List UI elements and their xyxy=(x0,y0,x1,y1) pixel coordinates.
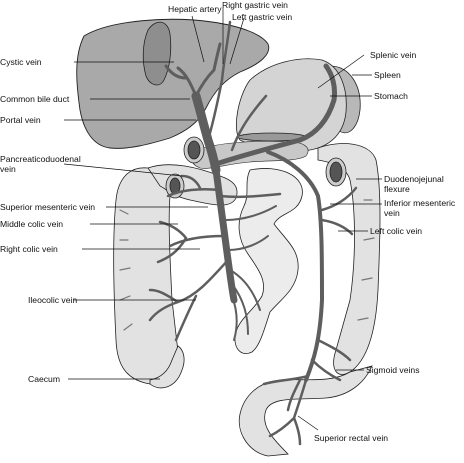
label-splenic-vein: Splenic vein xyxy=(370,50,417,60)
liver xyxy=(76,18,270,149)
colon-marginal-branches xyxy=(119,199,375,331)
right-colic-branches xyxy=(156,220,226,264)
label-sigmoid-veins: Sigmoid veins xyxy=(366,365,420,375)
jejunal-branches xyxy=(225,205,277,341)
liver-outline xyxy=(76,18,270,149)
caecum xyxy=(149,345,185,389)
label-duodenojejunal-flexure-1: Duodenojejunal xyxy=(384,174,444,184)
small-intestine xyxy=(234,168,303,354)
label-left-colic-vein: Left colic vein xyxy=(370,226,423,236)
label-left-gastric-vein: Left gastric vein xyxy=(232,12,293,22)
label-superior-mesenteric-vein: Superior mesenteric vein xyxy=(0,202,96,212)
splenic-vein-path xyxy=(213,63,337,167)
leader-lines xyxy=(63,8,382,431)
ascending-colon xyxy=(113,167,179,385)
label-pancreaticoduodenal-vein-2: vein xyxy=(0,164,16,174)
label-common-bile-duct: Common bile duct xyxy=(0,94,70,104)
label-middle-colic-vein: Middle colic vein xyxy=(0,219,64,229)
label-cystic-vein: Cystic vein xyxy=(0,57,42,67)
left-colic-branches xyxy=(320,186,358,236)
inferior-mesenteric-vein-path xyxy=(266,150,324,382)
label-ileocolic-vein: Ileocolic vein xyxy=(28,295,78,305)
sigmoid-branches xyxy=(262,338,352,412)
gallbladder xyxy=(142,21,172,86)
label-duodenojejunal-flexure-2: flexure xyxy=(384,184,410,194)
label-right-colic-vein: Right colic vein xyxy=(0,244,58,254)
label-superior-rectal-vein: Superior rectal vein xyxy=(314,433,389,443)
label-inferior-mesenteric-vein-1: Inferior mesenteric xyxy=(384,198,456,208)
label-portal-vein: Portal vein xyxy=(0,115,41,125)
label-caecum: Caecum xyxy=(28,374,60,384)
label-right-gastric-vein: Right gastric vein xyxy=(222,0,288,10)
middle-colic-branches xyxy=(166,174,282,199)
label-spleen: Spleen xyxy=(374,70,401,80)
label-pancreaticoduodenal-vein-1: Pancreaticoduodenal xyxy=(0,154,81,164)
label-stomach: Stomach xyxy=(374,91,408,101)
superior-rectal-branches xyxy=(268,378,308,446)
label-hepatic-artery: Hepatic artery xyxy=(168,4,222,14)
left-gastric-vein-path xyxy=(230,94,268,152)
portal-branches xyxy=(164,42,222,98)
label-inferior-mesenteric-vein-2: vein xyxy=(384,208,400,218)
right-gastric-vein-path xyxy=(206,20,232,142)
